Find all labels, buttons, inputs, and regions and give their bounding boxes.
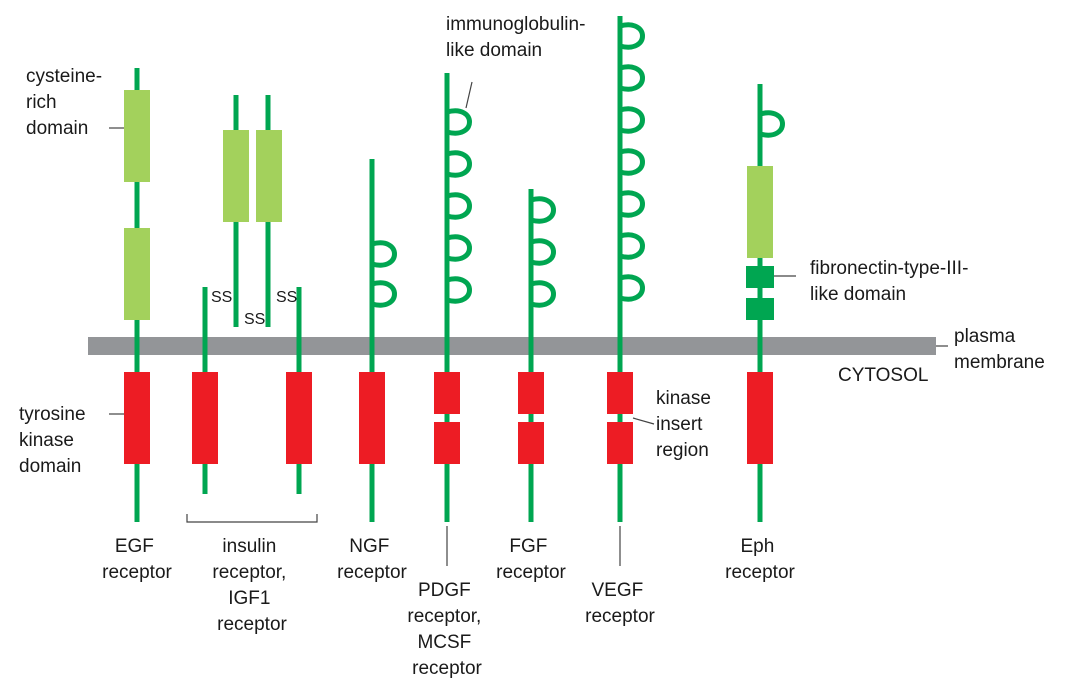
egf-cysteine-domain-1 <box>124 90 150 182</box>
insulin-cysteine-domain-2 <box>256 130 282 222</box>
immunoglobulin-leader <box>465 81 473 109</box>
pdgf-kinase-domain-1 <box>434 372 460 414</box>
egf-receptor <box>124 68 150 522</box>
vegf-ig-loop-7 <box>619 274 645 302</box>
immunoglobulin-label: immunoglobulin- like domain <box>446 14 591 61</box>
pdgf-ig-loop-1 <box>446 108 472 136</box>
vegf-ig-loop-4 <box>619 148 645 176</box>
insulin-kinase-domain-1 <box>192 372 218 464</box>
vegf-ig-loop-5 <box>619 190 645 218</box>
vegf-ig-loop-1 <box>619 22 645 50</box>
egf-cysteine-domain-2 <box>124 228 150 320</box>
insulin-receptor: SS SS SS <box>186 95 318 523</box>
disulfide-label-2: SS <box>244 311 265 328</box>
eph-cysteine-domain <box>747 166 773 258</box>
vegf-ig-loop-6 <box>619 232 645 260</box>
vegf-kinase-domain-1 <box>607 372 633 414</box>
egf-receptor-label: EGF receptor <box>102 536 172 583</box>
eph-receptor-label: Eph receptor <box>725 536 795 583</box>
kinase-insert-label: kinase insert region <box>656 388 716 461</box>
vegf-ig-loop-2 <box>619 64 645 92</box>
tyrosine-kinase-label: tyrosine kinase domain <box>19 404 91 477</box>
ngf-ig-loop-2 <box>371 280 397 308</box>
eph-fibronectin-domain-2 <box>746 298 774 320</box>
pdgf-receptor-label: PDGF receptor, MCSF receptor <box>407 580 486 679</box>
ngf-receptor <box>359 159 397 522</box>
fgf-ig-loop-1 <box>530 196 556 224</box>
insulin-cysteine-domain-1 <box>223 130 249 222</box>
fgf-ig-loop-3 <box>530 280 556 308</box>
pdgf-receptor <box>434 73 472 566</box>
fgf-ig-loop-2 <box>530 238 556 266</box>
pdgf-ig-loop-4 <box>446 234 472 262</box>
insulin-kinase-domain-2 <box>286 372 312 464</box>
fgf-kinase-domain-2 <box>518 422 544 464</box>
insulin-receptor-label: insulin receptor, IGF1 receptor <box>212 536 291 635</box>
pdgf-kinase-domain-2 <box>434 422 460 464</box>
fgf-receptor-label: FGF receptor <box>496 536 566 583</box>
fgf-kinase-domain-1 <box>518 372 544 414</box>
vegf-kinase-domain-2 <box>607 422 633 464</box>
eph-fibronectin-domain-1 <box>746 266 774 288</box>
kinase-insert-leader <box>632 417 655 425</box>
eph-ig-loop <box>759 110 785 138</box>
eph-receptor <box>746 84 785 522</box>
fgf-receptor <box>518 189 556 522</box>
pdgf-ig-loop-5 <box>446 276 472 304</box>
vegf-receptor-label: VEGF receptor <box>585 580 655 627</box>
cytosol-label: CYTOSOL <box>838 365 928 386</box>
pdgf-ig-loop-2 <box>446 150 472 178</box>
vegf-ig-loop-3 <box>619 106 645 134</box>
insulin-bracket <box>186 514 318 523</box>
eph-kinase-domain <box>747 372 773 464</box>
ngf-ig-loop-1 <box>371 240 397 268</box>
egf-kinase-domain <box>124 372 150 464</box>
plasma-membrane-label: plasma membrane <box>954 326 1045 373</box>
disulfide-label-3: SS <box>276 289 297 306</box>
vegf-receptor <box>607 16 645 566</box>
cysteine-rich-label: cysteine- rich domain <box>26 66 107 139</box>
ngf-kinase-domain <box>359 372 385 464</box>
pdgf-ig-loop-3 <box>446 192 472 220</box>
fibronectin-label: fibronectin-type-III- like domain <box>810 258 974 305</box>
plasma-membrane <box>88 337 936 355</box>
disulfide-label-1: SS <box>211 289 232 306</box>
ngf-receptor-label: NGF receptor <box>337 536 407 583</box>
